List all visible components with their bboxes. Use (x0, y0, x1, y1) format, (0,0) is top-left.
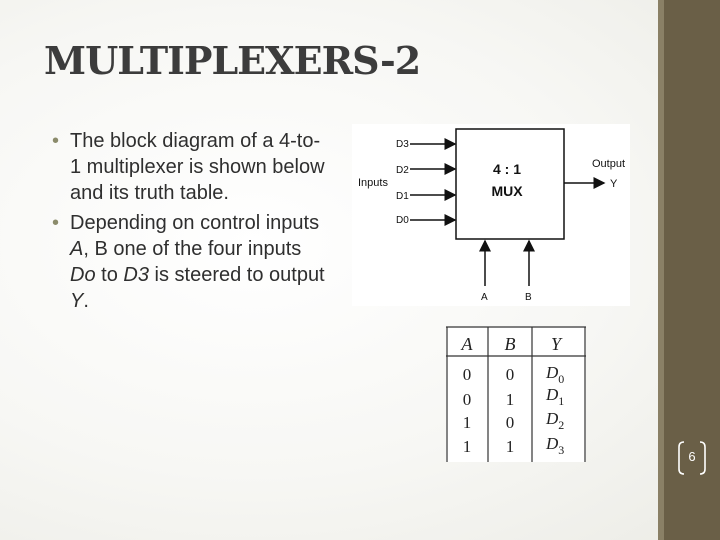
mux-ratio-label: 4 : 1 (493, 161, 521, 177)
row-1-b: 1 (506, 390, 515, 409)
row-0-y-letter: D (545, 363, 559, 382)
bullet-var-y: Y (70, 290, 84, 312)
bullet-var-do: Do (70, 264, 96, 286)
right-decorative-band (664, 0, 720, 540)
select-label-a: A (481, 292, 488, 303)
row-0-y: D0 (545, 363, 564, 386)
bullet-text-2d: is steered to output (148, 264, 325, 286)
bullet-var-a: A (70, 238, 84, 260)
page-number-badge: 6 (676, 440, 708, 476)
header-a: A (461, 334, 474, 354)
row-1-y-sub: 1 (558, 394, 564, 408)
input-label-d2: D2 (396, 165, 409, 176)
badge-bracket-left (678, 441, 685, 475)
row-3-y-sub: 3 (558, 443, 564, 457)
input-label-d3: D3 (396, 139, 409, 150)
row-0-a: 0 (463, 365, 472, 384)
bullet-text-2b: , B one of the four inputs (83, 238, 302, 260)
input-label-d1: D1 (396, 191, 409, 202)
row-1-y-letter: D (545, 385, 559, 404)
input-label-d0: D0 (396, 215, 409, 226)
mux-name-label: MUX (491, 183, 523, 199)
row-2-y: D2 (545, 409, 564, 432)
bullet-control-inputs: Depending on control inputs A, B one of … (52, 210, 327, 314)
row-3-b: 1 (506, 437, 515, 456)
row-0-b: 0 (506, 365, 515, 384)
row-3-y: D3 (545, 434, 564, 457)
badge-bracket-right (699, 441, 706, 475)
select-label-b: B (525, 292, 532, 303)
header-b: B (505, 334, 516, 354)
bullet-block-diagram: The block diagram of a 4-to-1 multiplexe… (52, 128, 327, 206)
bullet-text-2a: Depending on control inputs (70, 212, 320, 234)
mux-truth-table: A B Y 0 0 D0 0 1 D1 1 0 D2 1 1 D3 (446, 326, 586, 462)
output-y-label: Y (610, 178, 618, 190)
right-band-edge (658, 0, 664, 540)
row-3-y-letter: D (545, 434, 559, 453)
bullet-text-2e: . (83, 290, 89, 312)
row-2-y-letter: D (545, 409, 559, 428)
row-1-y: D1 (545, 385, 564, 408)
page-number: 6 (688, 449, 696, 464)
row-2-b: 0 (506, 413, 515, 432)
bullet-text-2c: to (95, 264, 124, 286)
bullet-var-d3: D3 (123, 264, 149, 286)
bullet-text-1: The block diagram of a 4-to-1 multiplexe… (70, 130, 325, 204)
mux-block (455, 128, 565, 240)
inputs-label: Inputs (358, 177, 388, 189)
header-y: Y (551, 334, 563, 354)
row-2-a: 1 (463, 413, 472, 432)
row-3-a: 1 (463, 437, 472, 456)
mux-block-diagram: Inputs D3 D2 D1 D0 4 : 1 MUX Output Y A … (352, 124, 630, 306)
row-0-y-sub: 0 (558, 372, 564, 386)
row-1-a: 0 (463, 390, 472, 409)
output-label: Output (592, 158, 625, 170)
slide-title: MULTIPLEXERS-2 (44, 38, 421, 83)
row-2-y-sub: 2 (558, 418, 564, 432)
bullet-list: The block diagram of a 4-to-1 multiplexe… (52, 128, 327, 318)
